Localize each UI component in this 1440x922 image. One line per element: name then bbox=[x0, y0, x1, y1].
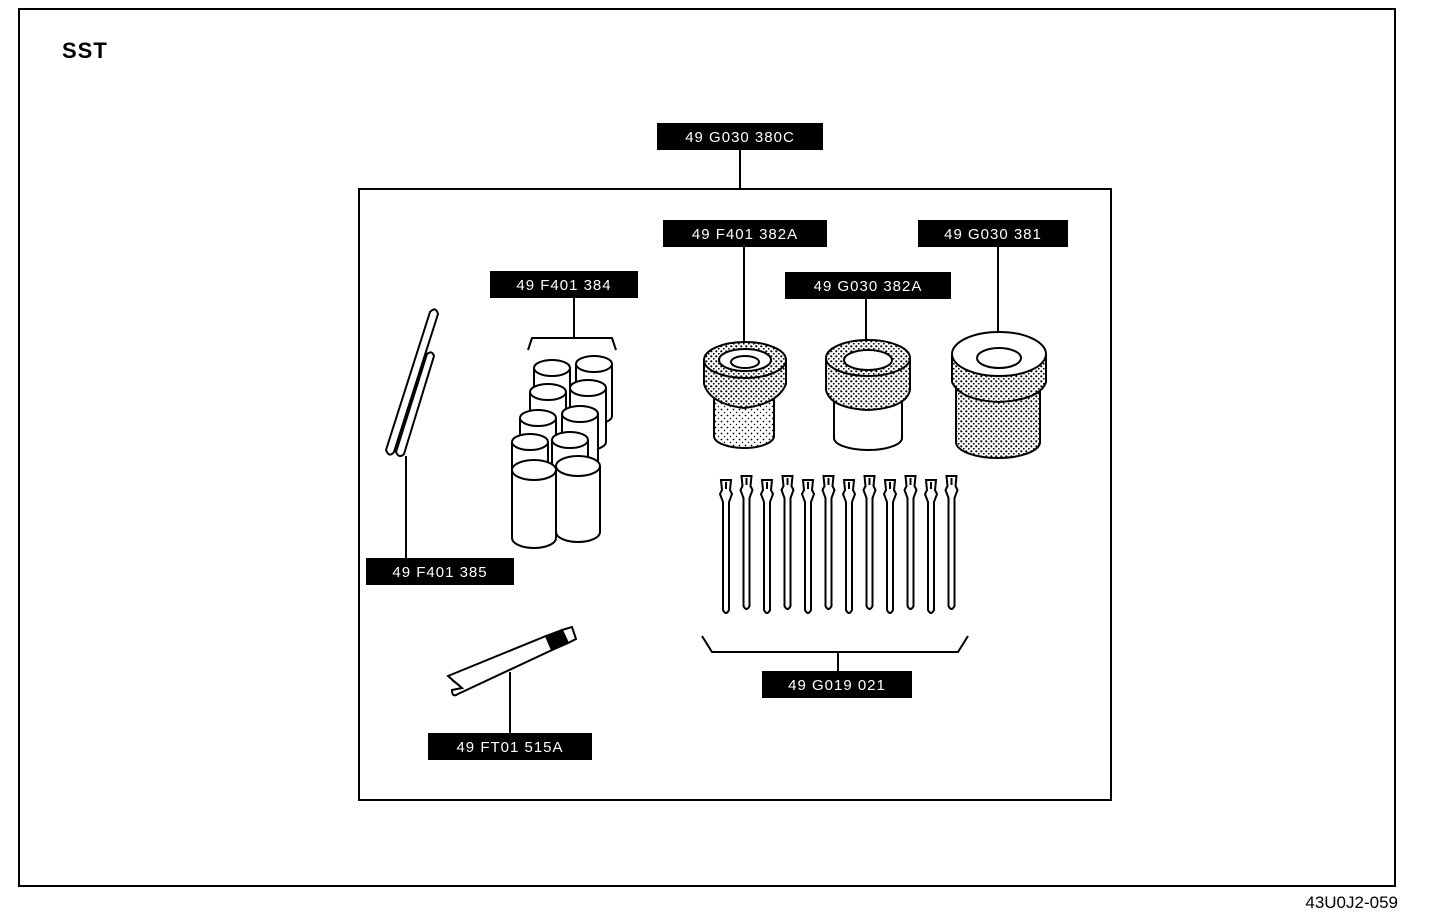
pin bbox=[903, 475, 918, 610]
guide-rods-label-text: 49 F401 385 bbox=[392, 564, 487, 581]
pin bbox=[739, 475, 754, 610]
installer-c-drawing bbox=[951, 331, 1047, 459]
pin bbox=[718, 479, 734, 614]
kit-frame bbox=[358, 188, 1112, 801]
pins-bracket bbox=[701, 635, 969, 653]
pin bbox=[841, 479, 857, 614]
outer-frame bbox=[18, 8, 1396, 887]
installer-a-label-text: 49 F401 382A bbox=[692, 226, 798, 243]
handle-label-text: 49 FT01 515A bbox=[456, 739, 563, 756]
installer-b-drawing bbox=[825, 339, 911, 451]
guide-sleeves-label: 49 F401 384 bbox=[490, 271, 638, 298]
pin bbox=[759, 479, 775, 614]
pin bbox=[780, 475, 795, 610]
section-title: SST bbox=[62, 38, 108, 63]
installer-c-label-text: 49 G030 381 bbox=[944, 226, 1042, 243]
pins-label-text: 49 G019 021 bbox=[788, 677, 886, 694]
installer-c-label: 49 G030 381 bbox=[918, 220, 1068, 247]
pins-label: 49 G019 021 bbox=[762, 671, 912, 698]
handle-drawing bbox=[446, 625, 578, 697]
pin bbox=[882, 479, 898, 614]
kit-label: 49 G030 380C bbox=[657, 123, 823, 150]
figure-code: 43U0J2-059 bbox=[1305, 893, 1398, 912]
pin bbox=[923, 479, 939, 614]
pin bbox=[944, 475, 959, 610]
installer-b-label: 49 G030 382A bbox=[785, 272, 951, 299]
pins-drawing bbox=[718, 475, 959, 614]
guide-rods-drawing bbox=[384, 308, 440, 458]
pin bbox=[862, 475, 877, 610]
kit-label-text: 49 G030 380C bbox=[685, 129, 795, 146]
guide-rods-label: 49 F401 385 bbox=[366, 558, 514, 585]
guide-sleeves-drawing bbox=[511, 355, 613, 549]
guide-sleeves-bracket bbox=[527, 337, 617, 351]
installer-a-drawing bbox=[703, 341, 787, 449]
installer-a-label: 49 F401 382A bbox=[663, 220, 827, 247]
installer-b-label-text: 49 G030 382A bbox=[814, 278, 923, 295]
handle-label: 49 FT01 515A bbox=[428, 733, 592, 760]
pin bbox=[821, 475, 836, 610]
guide-sleeves-label-text: 49 F401 384 bbox=[516, 277, 611, 294]
pin bbox=[800, 479, 816, 614]
